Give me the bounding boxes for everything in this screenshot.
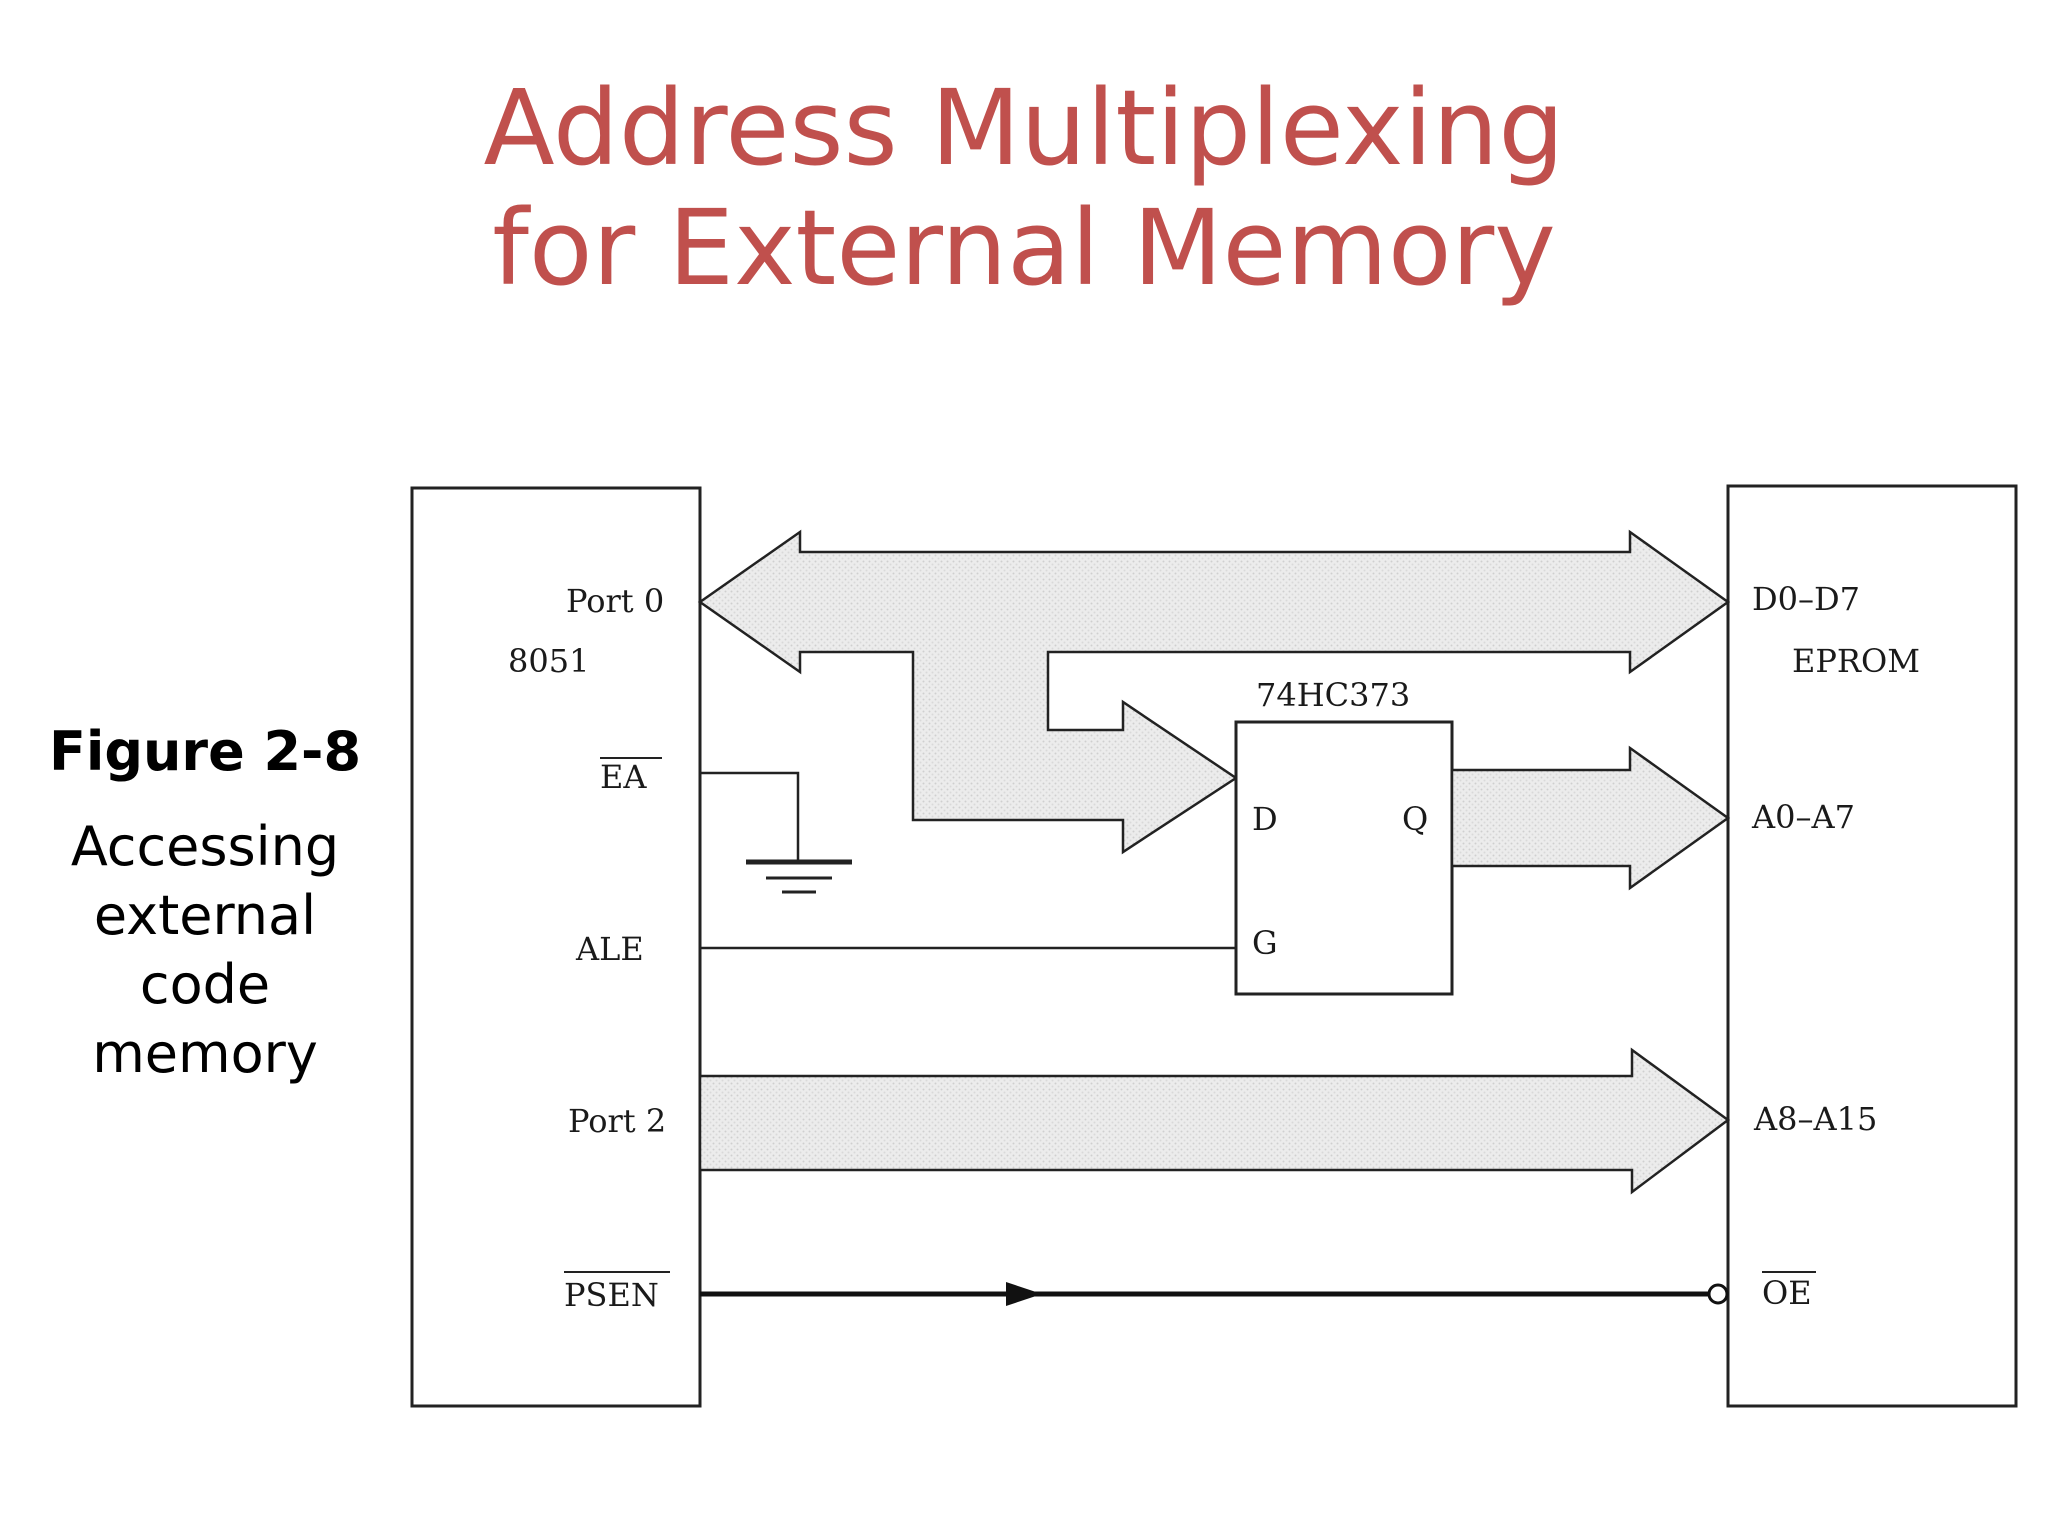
ea-ground-wire (700, 771, 800, 860)
mcu-8051-box (410, 486, 702, 1408)
label-latch-q: Q (1402, 800, 1428, 838)
label-eprom: EPROM (1792, 642, 1920, 680)
data-bus-arrow (697, 529, 1731, 855)
label-port0: Port 0 (566, 582, 664, 620)
figure-number: Figure 2-8 (48, 720, 362, 783)
label-port2: Port 2 (568, 1102, 666, 1140)
label-8051: 8051 (508, 642, 589, 680)
latch-74hc373-box (1234, 720, 1454, 996)
label-ea: EA (600, 758, 647, 796)
label-latch-g: G (1252, 924, 1278, 962)
label-74hc373: 74HC373 (1256, 676, 1410, 714)
caption-line: code (139, 953, 271, 1016)
label-latch-d: D (1252, 800, 1278, 838)
label-psen: PSEN (564, 1276, 659, 1314)
high-address-bus-arrow (698, 1047, 1731, 1195)
label-ale: ALE (575, 930, 644, 968)
ground-icon (746, 859, 852, 894)
label-d0-d7: D0–D7 (1752, 580, 1860, 618)
slide-title-line-1: Address Multiplexing (483, 67, 1565, 189)
low-address-bus-arrow (1450, 745, 1731, 891)
psen-direction-arrow-icon (1006, 1282, 1042, 1306)
label-a0-a7: A0–A7 (1751, 798, 1855, 836)
caption-line: Accessing (70, 815, 340, 878)
oe-inversion-bubble-icon (1707, 1283, 1729, 1305)
eprom-box (1726, 484, 2018, 1408)
circuit-diagram: Port 0 8051 EA ALE Port 2 PSEN 74HC373 D… (410, 484, 2018, 1408)
label-oe: OE (1762, 1274, 1812, 1312)
figure-caption: Accessing external code memory (40, 812, 370, 1088)
caption-line: external (93, 884, 317, 947)
caption-line: memory (92, 1022, 318, 1085)
label-a8-a15: A8–A15 (1753, 1100, 1877, 1138)
slide-title-line-2: for External Memory (492, 187, 1556, 309)
